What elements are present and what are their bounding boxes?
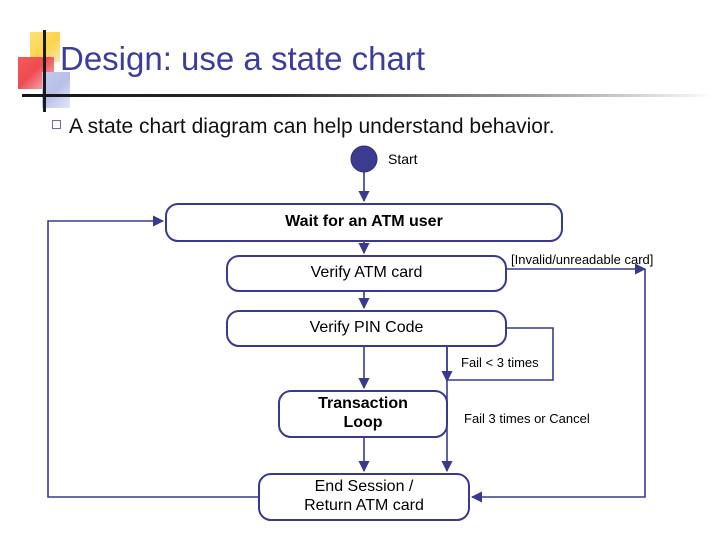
- state-node-end-session-line1: End Session /: [314, 478, 414, 496]
- state-node-verify-pin-code[interactable]: Verify PIN Code: [226, 310, 507, 347]
- state-node-transaction-loop-line2: Loop: [343, 414, 383, 431]
- edge-label-fail-less-than-3: Fail < 3 times: [461, 355, 539, 370]
- slide-logo-decoration: [16, 30, 72, 112]
- hollow-square-bullet-icon: [52, 120, 61, 129]
- slide-title: Design: use a state chart: [60, 40, 426, 77]
- edge-label-invalid-card: [Invalid/unreadable card]: [511, 252, 654, 267]
- bullet-item: A state chart diagram can help understan…: [52, 115, 555, 139]
- start-node-label: Start: [388, 151, 418, 167]
- edge-rail-to-endsession: [470, 269, 646, 503]
- state-node-transaction-loop-line1: Transaction: [318, 395, 408, 413]
- edge-endsession-to-wait-return: [47, 215, 258, 498]
- state-node-end-session[interactable]: End Session / Return ATM card: [258, 473, 470, 521]
- title-underline-rule: [22, 94, 712, 97]
- state-node-wait-for-atm-user[interactable]: Wait for an ATM user: [165, 203, 563, 242]
- bullet-text: A state chart diagram can help understan…: [69, 115, 555, 138]
- logo-blue-square: [42, 72, 70, 108]
- edge-label-fail-3-or-cancel: Fail 3 times or Cancel: [464, 411, 590, 426]
- start-node-circle: [350, 145, 378, 173]
- state-node-transaction-loop[interactable]: Transaction Loop: [278, 390, 448, 438]
- state-node-verify-atm-card[interactable]: Verify ATM card: [226, 255, 507, 292]
- state-node-end-session-line2: Return ATM card: [304, 497, 424, 514]
- logo-vertical-bar: [43, 30, 46, 112]
- edge-verifypin-fail-lt3-loop: [447, 327, 554, 381]
